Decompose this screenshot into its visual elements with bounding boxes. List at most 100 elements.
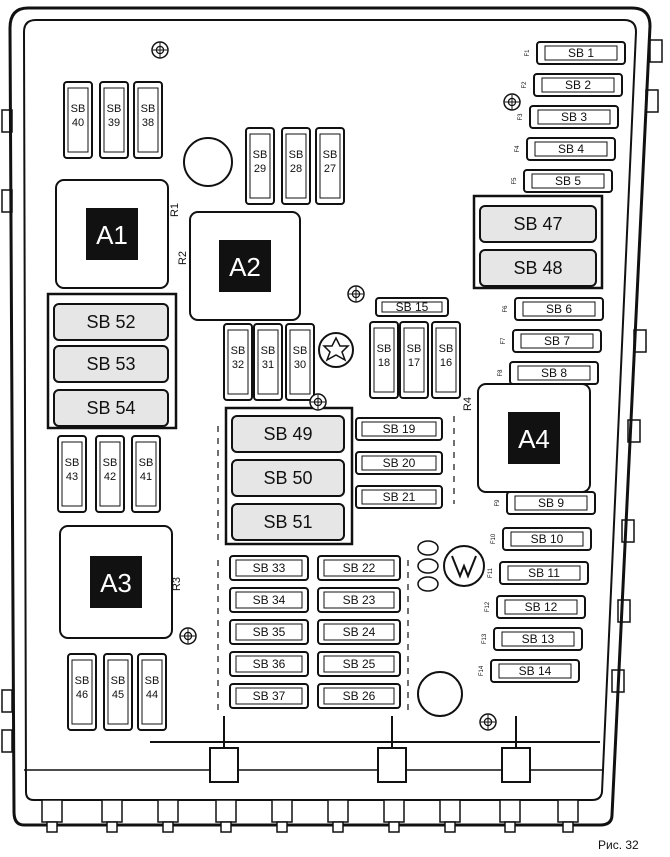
terminal-pin (157, 799, 179, 833)
relay-label-plate (90, 556, 142, 608)
fuse-window (520, 333, 594, 349)
relay-label: A2 (229, 252, 261, 282)
fuse-label: SB 13 (522, 632, 555, 646)
fuse-body (53, 389, 169, 427)
fuse-sb35: SB 35 (229, 619, 309, 645)
fuse-tag: F4 (515, 145, 521, 153)
fuse-window (235, 655, 303, 673)
side-tab (645, 89, 659, 113)
fuse-label: SB 5 (555, 174, 581, 188)
relay-label: A4 (518, 424, 550, 454)
fuse-window (403, 327, 425, 393)
relay-label-plate (219, 240, 271, 292)
screw-icon (503, 93, 521, 111)
fuse-window (249, 133, 271, 199)
fuse-label: SB 12 (525, 600, 558, 614)
relay-label: A1 (96, 220, 128, 250)
fuse-label: SB 9 (538, 496, 564, 510)
fuse-sb54: SB 54 (53, 389, 169, 427)
side-tab (621, 519, 635, 543)
fuse-window (285, 133, 307, 199)
terminal-pin (327, 799, 349, 833)
cable-terminal (377, 716, 407, 783)
fuse-window (103, 87, 125, 153)
fuse-tag: F8 (498, 369, 504, 377)
fuse-label: SB 47 (513, 214, 562, 234)
fuse-body (53, 303, 169, 341)
fuse-label: SB 37 (253, 689, 286, 703)
fuse-window (361, 455, 437, 471)
terminal-pin (557, 799, 579, 833)
fuse-window (323, 591, 395, 609)
fuse-sb6: SB 6 F6 (503, 297, 604, 321)
fuse-sb49: SB 49 (231, 415, 345, 453)
fuse-label: SB 1 (568, 46, 594, 60)
fuse-window (514, 495, 588, 511)
fuse-label: SB 11 (528, 566, 560, 580)
fuse-window (323, 623, 395, 641)
relay-label-plate (508, 412, 560, 464)
fuse-tag: F14 (479, 665, 485, 676)
housing-outer-edge (8, 6, 652, 827)
fuse-tag: F12 (485, 601, 491, 612)
fuse-window (531, 173, 605, 189)
fuse-sb26: SB 26 (317, 683, 401, 709)
fuse-sb11: SB 11 F11 (488, 561, 589, 585)
fuse-window (534, 141, 608, 157)
fuse-sb3: SB 3F3 (518, 105, 619, 129)
fuse-window (67, 87, 89, 153)
fuse-window (135, 441, 157, 507)
fuse-tag: F6 (503, 305, 509, 313)
fuse-label: SB 53 (86, 354, 135, 374)
fuse-sb15: SB 15 (375, 297, 449, 317)
fuse-sb21: SB 21 (355, 485, 443, 509)
fuse-sb37: SB 37 (229, 683, 309, 709)
relay-position-label: R1 (169, 203, 181, 217)
ring-connector (417, 576, 439, 592)
side-tab (649, 39, 663, 63)
fuse-label: SB 15 (396, 300, 429, 314)
fuse-window (319, 133, 341, 199)
fuse-label: SB 23 (343, 593, 376, 607)
side-tab (611, 669, 625, 693)
fuse-window (289, 329, 311, 395)
fuse-label: SB 20 (383, 456, 416, 470)
terminal-pin (383, 799, 405, 833)
side-tab (1, 189, 13, 213)
screw-icon (479, 713, 497, 731)
fuse-tag: F11 (488, 567, 494, 578)
fuse-window (323, 559, 395, 577)
fuse-body (479, 249, 597, 287)
fuse-window (522, 301, 596, 317)
fuse-label: SB 6 (546, 302, 572, 316)
fuse-window (257, 329, 279, 395)
fuse-sb9: SB 9F9 (495, 491, 596, 515)
fuse-label: SB 3 (561, 110, 587, 124)
fuse-window (235, 591, 303, 609)
fuse-sb14: SB 14 F14 (479, 659, 580, 683)
fuse-window (517, 365, 591, 381)
relay-position-label: R3 (171, 577, 183, 591)
terminal-pin (439, 799, 461, 833)
side-tab (1, 689, 13, 713)
mounting-hole (417, 671, 463, 717)
fuse-label: SB 14 (519, 664, 552, 678)
fuse-window (61, 441, 83, 507)
fuse-label: SB 50 (263, 468, 312, 488)
fuse-window (510, 531, 584, 547)
